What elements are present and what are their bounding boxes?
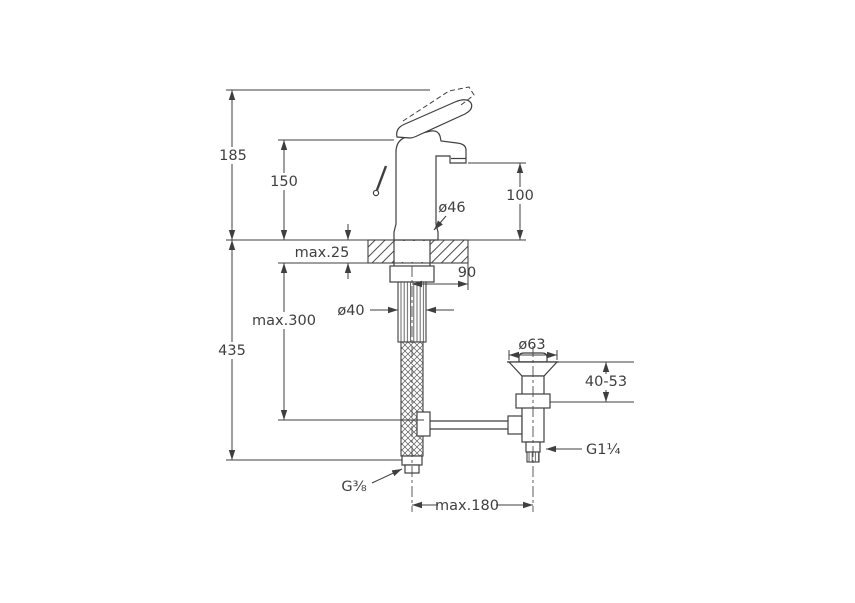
dim-height-185: 185 (214, 89, 430, 241)
dim-reach-90: 90 (412, 263, 476, 290)
popup-pull-rod (372, 165, 388, 197)
dim-label-dia46: ø46 (438, 200, 465, 216)
lever-handle (396, 99, 473, 139)
dim-label-g114: G1¼ (586, 442, 621, 458)
dim-label-4053: 40-53 (585, 374, 627, 390)
dim-label-100: 100 (506, 188, 534, 204)
dim-waste-flange-63: ø63 (508, 337, 558, 360)
centerlines (411, 266, 534, 512)
dim-height-150: 150 (265, 139, 394, 240)
dim-label-max25: max.25 (295, 245, 350, 261)
dim-hose-max300: max.300 (250, 263, 424, 421)
dim-shank-diameter-40: ø40 (337, 303, 454, 319)
dim-offset-max180: max.180 (412, 497, 533, 514)
dim-waste-thread-g114: G1¼ (546, 442, 621, 458)
dim-label-dia63: ø63 (518, 337, 545, 353)
dim-height-435: 435 (213, 240, 402, 461)
dim-label-max180: max.180 (435, 498, 499, 514)
mounting-deck-section (367, 239, 469, 266)
lever-handle-raised-outline (402, 86, 475, 122)
faucet-body-spout (393, 130, 467, 241)
dim-deck-max25: max.25 (278, 224, 368, 279)
dim-hose-thread-g38: G⅜ (341, 468, 403, 495)
dim-base-diameter-46: ø46 (433, 200, 466, 231)
dim-label-g38: G⅜ (341, 479, 366, 495)
dim-waste-range-4053: 40-53 (550, 361, 634, 403)
dim-height-100: 100 (468, 162, 539, 241)
dim-label-185: 185 (219, 148, 247, 164)
popup-linkage-rod (416, 411, 523, 437)
dim-label-150: 150 (270, 174, 298, 190)
dim-label-90: 90 (458, 265, 476, 281)
dim-label-dia40: ø40 (337, 303, 364, 319)
dim-label-max300: max.300 (252, 313, 316, 329)
dim-label-435: 435 (218, 343, 246, 359)
faucet-drawing (367, 86, 523, 474)
